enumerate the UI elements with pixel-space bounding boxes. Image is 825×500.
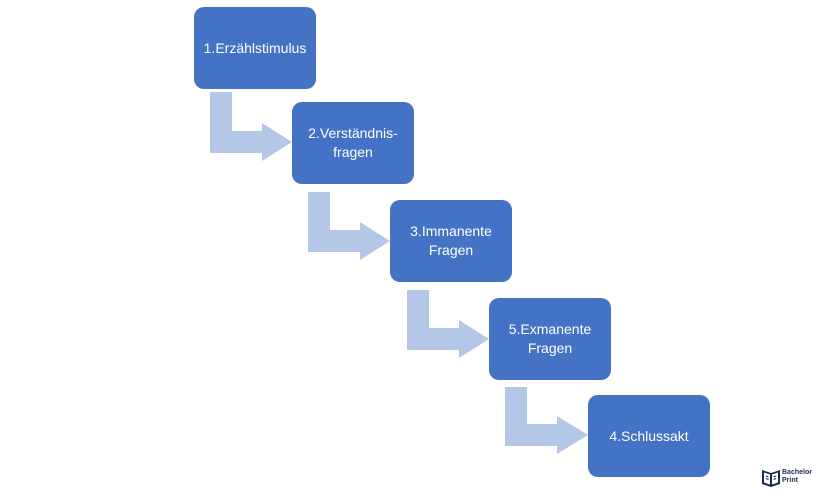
book-logo-icon — [762, 470, 780, 487]
logo-word-bachelor: Bachelor — [782, 469, 812, 476]
logo-word-print: Print — [782, 477, 798, 484]
step-immanente-fragen: 3.Immanente Fragen — [390, 200, 512, 282]
step-schlussakt: 4.Schlussakt — [588, 395, 710, 477]
arrow-4-to-5 — [505, 387, 588, 454]
arrow-2-to-3 — [308, 192, 390, 260]
step-erzaehlstimulus: 1.Erzählstimulus — [194, 7, 316, 89]
bachelorprint-logo: Bachelor Print — [760, 466, 820, 488]
arrow-1-to-2 — [210, 92, 292, 161]
step-label: 3.Immanente Fragen — [410, 223, 492, 258]
step-exmanente-fragen: 5.Exmanente Fragen — [489, 298, 611, 380]
step-label: 2.Verständnis- fragen — [308, 125, 398, 160]
step-verstaendnisfragen: 2.Verständnis- fragen — [292, 102, 414, 184]
step-label: 4.Schlussakt — [609, 427, 689, 444]
arrow-3-to-4 — [407, 290, 489, 358]
step-label: 1.Erzählstimulus — [203, 39, 307, 56]
step-label: 5.Exmanente Fragen — [508, 321, 592, 356]
